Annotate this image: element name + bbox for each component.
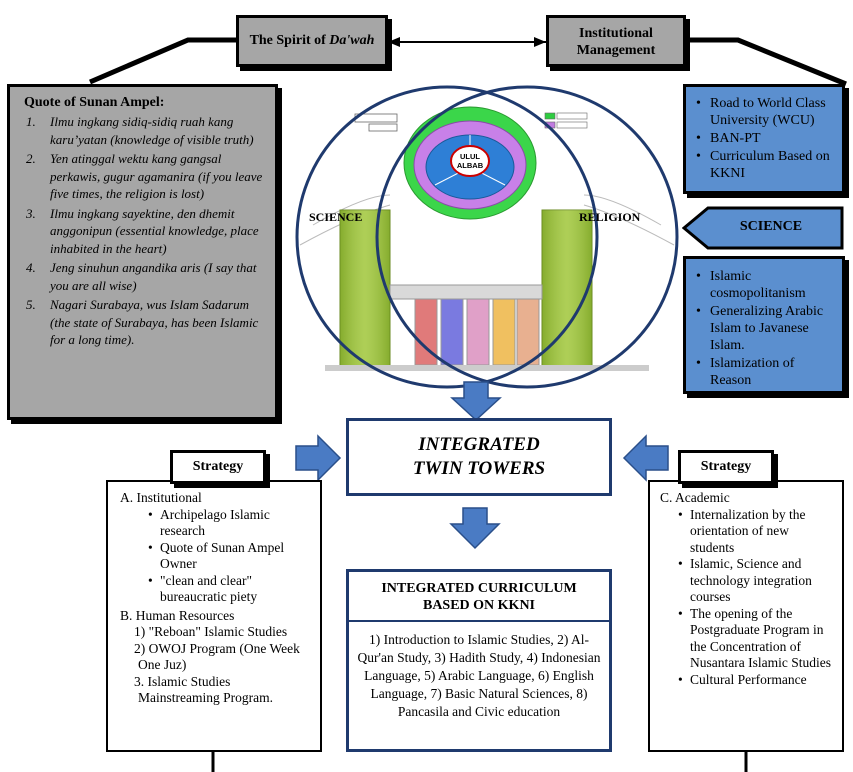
strategy-a-item: Quote of Sunan Ampel Owner xyxy=(120,540,314,573)
strategy-a-item: "clean and clear" bureaucratic piety xyxy=(120,573,314,606)
quote-item-number: 3. xyxy=(26,205,36,221)
quote-box: Quote of Sunan Ampel: 1. Ilmu ingkang sid… xyxy=(7,84,278,420)
quote-title: Quote of Sunan Ampel: xyxy=(24,95,165,110)
spirit-label: The Spirit of xyxy=(249,33,330,48)
twin-towers-line2: TWIN TOWERS xyxy=(412,458,546,479)
quote-item-text: Nagari Surabaya, wus Islam Sadarum (the … xyxy=(50,297,259,347)
curriculum-body: 1) Introduction to Islamic Studies, 2) A… xyxy=(357,632,601,719)
institutional-label: Institutional Management xyxy=(576,26,656,58)
quote-item: 3. Ilmu ingkang sayektine, den dhemit ang… xyxy=(24,205,265,258)
strategy-b-item: 3. Islamic Studies Mainstreaming Program… xyxy=(134,673,273,706)
quote-item: 5. Nagari Surabaya, wus Islam Sadarum (th… xyxy=(24,296,265,349)
strategy-c-list: Internalization by the orientation of ne… xyxy=(660,507,836,689)
pillar xyxy=(440,298,464,366)
pillar xyxy=(492,298,516,366)
strategy-a-list: Archipelago Islamic researchQuote of Sun… xyxy=(120,507,314,606)
quote-list: 1. Ilmu ingkang sidiq-sidiq ruah kang kar… xyxy=(24,113,265,349)
quote-item: 1. Ilmu ingkang sidiq-sidiq ruah kang kar… xyxy=(24,113,265,148)
bridge-deck xyxy=(389,284,543,300)
center-line1: ULUL xyxy=(460,152,480,161)
quote-item-number: 2. xyxy=(26,151,36,166)
religion-item: Islamization of Reason xyxy=(692,355,838,389)
religion-items-box: Islamic cosmopolitanismGeneralizing Arab… xyxy=(683,256,845,394)
science-tag-label: SCIENCE xyxy=(739,219,803,234)
quote-item-number: 5. xyxy=(26,297,36,312)
strategy-b-head: B. Human Resources xyxy=(120,607,235,623)
quote-item-number: 1. xyxy=(26,114,36,129)
venn-science-label: SCIENCE xyxy=(309,210,362,224)
spirit-of-dawah-box: The Spirit of Da'wah xyxy=(236,15,388,67)
quote-item-text: Ilmu ingkang sidiq-sidiq ruah kang karu’… xyxy=(50,114,254,147)
strategy-c-item: Internalization by the orientation of ne… xyxy=(660,507,836,557)
venn-religion-label: RELIGION xyxy=(579,210,641,224)
strategy-c-item: The opening of the Postgraduate Program … xyxy=(660,606,836,672)
religion-item: Islamic cosmopolitanism xyxy=(692,268,838,302)
strategy-c-head: C. Academic xyxy=(660,490,730,505)
quote-item: 4. Jeng sinuhun angandika aris (I say tha… xyxy=(24,259,265,294)
science-circle xyxy=(295,85,599,389)
strategy-right-box: C. Academic Internalization by the orien… xyxy=(648,480,844,752)
strategy-b-item: 1) "Reboan" Islamic Studies xyxy=(134,624,288,639)
religion-circle xyxy=(375,85,679,389)
strategy-right-label: Strategy xyxy=(678,450,774,484)
institutional-management-box: Institutional Management xyxy=(546,15,686,67)
institutional-list: Road to World Class University (WCU)BAN-… xyxy=(692,95,838,182)
pillar xyxy=(466,298,490,366)
religion-list: Islamic cosmopolitanismGeneralizing Arab… xyxy=(692,268,838,389)
strategy-c-item: Islamic, Science and technology integrat… xyxy=(660,556,836,606)
integrated-twin-towers-box: INTEGRATED TWIN TOWERS xyxy=(346,418,612,496)
twin-towers-line1: INTEGRATED xyxy=(418,434,540,455)
strategy-left-box: A. Institutional Archipelago Islamic res… xyxy=(106,480,322,752)
institutional-item: Road to World Class University (WCU) xyxy=(692,95,838,129)
institutional-item: Curriculum Based on KKNI xyxy=(692,148,838,182)
strategy-left-label: Strategy xyxy=(170,450,266,484)
strategy-a-head: A. Institutional xyxy=(120,490,202,505)
ulul-albab-center xyxy=(450,145,490,177)
base xyxy=(325,365,649,371)
quote-item-number: 4. xyxy=(26,260,36,275)
quote-item-text: Ilmu ingkang sayektine, den dhemit anggo… xyxy=(50,205,259,256)
quote-item: 2. Yen atinggal wektu kang gangsal perkaw… xyxy=(24,150,265,203)
quote-item-text: Jeng sinuhun angandika aris (I say that … xyxy=(50,260,257,293)
religion-item: Generalizing Arabic Islam to Javanese Is… xyxy=(692,303,838,354)
curriculum-box: INTEGRATED CURRICULUM BASED ON KKNI 1) I… xyxy=(346,569,612,752)
institutional-item: BAN-PT xyxy=(692,130,838,147)
strategy-a-item: Archipelago Islamic research xyxy=(120,507,314,540)
pillar xyxy=(516,298,540,366)
strategy-b-item: 2) OWOJ Program (One Week One Juz) xyxy=(134,640,300,673)
institutional-items-box: Road to World Class University (WCU)BAN-… xyxy=(683,84,845,194)
spirit-italic: Da'wah xyxy=(329,33,375,48)
science-tag-shape xyxy=(682,206,844,250)
strategy-c-item: Cultural Performance xyxy=(660,672,836,689)
center-line2: ALBAB xyxy=(457,161,484,170)
curriculum-title: INTEGRATED CURRICULUM BASED ON KKNI xyxy=(349,572,609,622)
venn-diagram: ULUL ALBAB SCIENCE RELIGION xyxy=(295,85,679,389)
quote-item-text: Yen atinggal wektu kang gangsal perkawis… xyxy=(50,151,263,201)
